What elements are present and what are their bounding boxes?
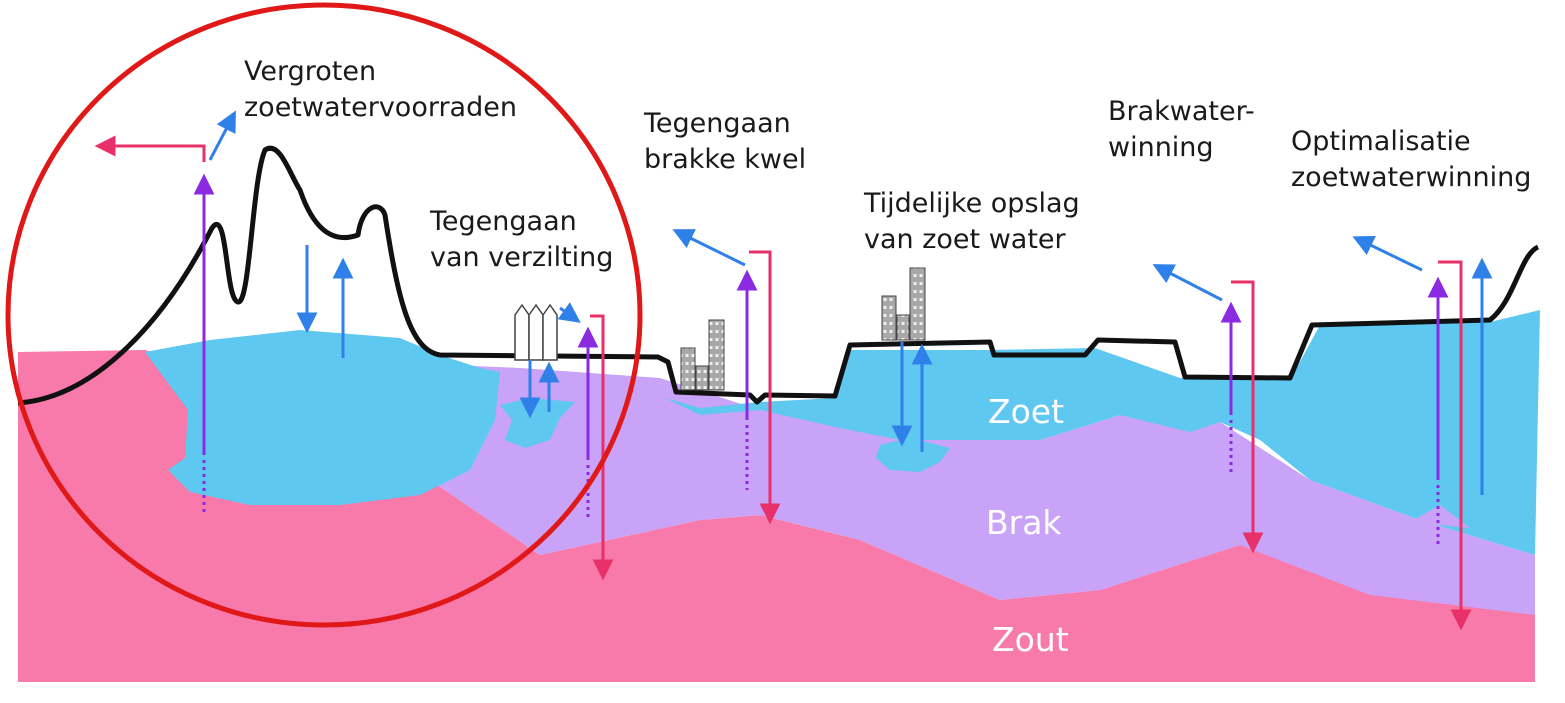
label-vergroten-line1: Vergroten xyxy=(244,56,377,87)
arrows-verzilting xyxy=(519,302,614,581)
label-brakwater-line2: winning xyxy=(1108,132,1214,163)
arrows-opslag xyxy=(891,342,933,452)
label-brakwater-line1: Brakwater- xyxy=(1108,96,1255,127)
label-optimalisatie-line1: Optimalisatie xyxy=(1291,126,1471,157)
fresh-layer-east xyxy=(665,310,1540,555)
storage-buildings-icon xyxy=(881,267,926,341)
label-kwel: Tegengaan brakke kwel xyxy=(644,106,806,178)
arrows-brakwater xyxy=(1152,264,1264,554)
arrows-optimalisatie xyxy=(1352,236,1493,631)
arrows-vergroten xyxy=(94,110,354,515)
label-opslag-line1: Tijdelijke opslag xyxy=(864,188,1080,219)
zone-label-brackish: Brak xyxy=(986,503,1062,542)
label-opslag: Tijdelijke opslag van zoet water xyxy=(864,186,1080,258)
label-vergroten-line2: zoetwatervoorraden xyxy=(244,92,517,123)
label-optimalisatie: Optimalisatie zoetwaterwinning xyxy=(1291,124,1531,196)
label-opslag-line2: van zoet water xyxy=(864,224,1066,255)
label-kwel-line1: Tegengaan xyxy=(644,108,791,139)
greenhouse-icon xyxy=(514,303,558,361)
label-verzilting-line1: Tegengaan xyxy=(430,206,577,237)
arrows-kwel xyxy=(672,229,781,525)
label-optimalisatie-line2: zoetwaterwinning xyxy=(1291,162,1532,193)
label-verzilting-line2: van verzilting xyxy=(430,242,614,273)
city-buildings-icon xyxy=(680,319,725,391)
label-brakwater: Brakwater- winning xyxy=(1108,94,1255,166)
label-verzilting: Tegengaan van verzilting xyxy=(430,204,613,276)
fresh-lens-west xyxy=(145,330,500,505)
label-kwel-line2: brakke kwel xyxy=(644,144,807,175)
land-surface xyxy=(17,145,1540,406)
zone-label-salt: Zout xyxy=(992,620,1069,659)
salt-layer xyxy=(18,350,1535,682)
fresh-patch-greenhouse xyxy=(500,398,575,448)
brackish-upcone xyxy=(1410,505,1470,528)
fresh-storage-blob xyxy=(876,438,950,472)
label-vergroten: Vergroten zoetwatervoorraden xyxy=(244,54,517,126)
zone-label-fresh: Zoet xyxy=(988,392,1065,431)
highlight-circle xyxy=(5,2,643,628)
